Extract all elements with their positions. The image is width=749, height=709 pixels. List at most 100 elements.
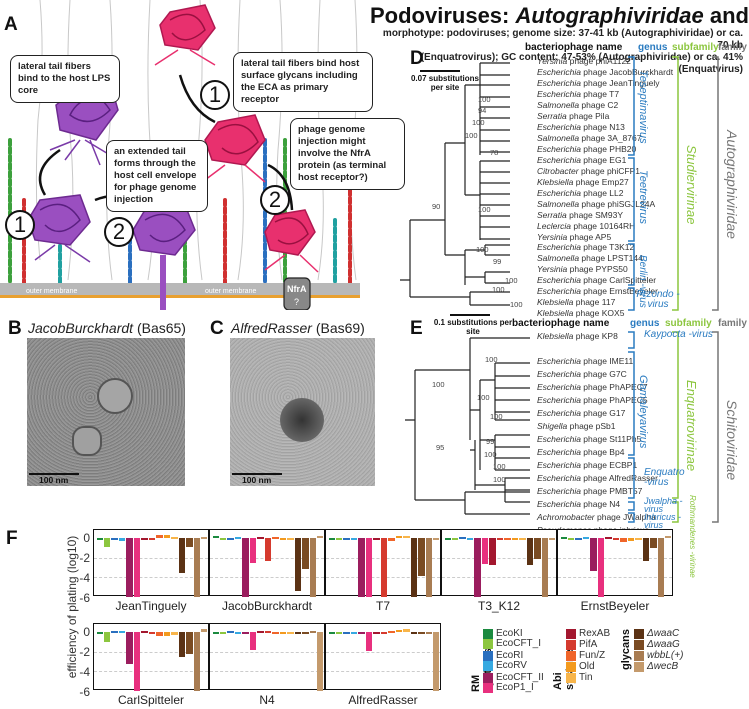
legend-swatch [566, 672, 576, 683]
bar-ecoki [212, 631, 219, 634]
panel-d-letter: D [410, 48, 424, 69]
genus-enquatrovirus: Enquatro -virus [644, 467, 685, 488]
panel-b-letter: B [8, 318, 22, 339]
leaf-host-genus: Salmonella [537, 100, 580, 110]
bar-funz [156, 631, 163, 636]
y-tick: -6 [79, 591, 90, 605]
bar-ecorv [350, 631, 358, 634]
bar-ecori [575, 537, 582, 540]
bar-rexab [141, 630, 148, 633]
leaf-host-genus: Escherichia [537, 144, 581, 154]
bar-ecocftii [358, 537, 365, 597]
tree-leaf: Yersinia phage phiA1122 [537, 56, 631, 66]
bar-ecori [111, 630, 118, 633]
y-tick: 0 [83, 625, 90, 639]
leaf-host-genus: Escherichia [537, 155, 581, 165]
bar-waac [526, 537, 534, 566]
genus-jwalphavirus: Jwalpha -virus [644, 496, 683, 514]
chart-panel [325, 623, 441, 691]
gridline [442, 577, 556, 579]
legend-swatch [483, 638, 493, 649]
tree-scale-bar [450, 314, 490, 316]
legend-swatch [634, 628, 644, 639]
chart-panel [441, 529, 557, 597]
step-2-marker: 2 [104, 217, 134, 247]
bar-waag [302, 631, 309, 634]
bootstrap-value: 100 [484, 450, 497, 459]
leaf-host-genus: Escherichia [537, 486, 581, 496]
bar-ecocftii [126, 537, 133, 597]
genus-przondovirus: Przondo -virus [636, 289, 680, 310]
leaf-host-genus: Leclercia [537, 221, 572, 231]
bar-ecocfti [219, 631, 227, 634]
legend-item: ΔwecB [634, 661, 678, 672]
panel-c-letter: C [210, 318, 224, 339]
leaf-phage-name: phage AP5 [567, 232, 612, 242]
bar-tin [403, 628, 410, 632]
bootstrap-value: 95 [436, 443, 445, 452]
family-schitoviridae: Schitoviridae [724, 400, 740, 481]
title-line2: (Enquatrovirus); GC content: 47-53% (Aut… [420, 52, 743, 75]
bar-wecb [317, 535, 324, 538]
bar-waag [418, 537, 425, 577]
leaf-host-genus: Serratia [537, 111, 567, 121]
leaf-phage-name: phage JWalpha [594, 512, 656, 522]
chart-panel [209, 623, 325, 691]
leaf-phage-name: phage LPST144 [579, 253, 643, 263]
tree-leaf: Escherichia phage JacobBurckhardt [537, 67, 673, 77]
gridline [558, 577, 672, 579]
bar-wecb [201, 628, 208, 632]
family-autographiviridae: Autographiviridae [724, 130, 740, 239]
gridline [210, 671, 324, 673]
bar-pifa [380, 537, 388, 597]
membrane-label: outer membrane [26, 288, 78, 295]
panel-c-title: AlfredRasser (Bas69) [231, 320, 365, 336]
bootstrap-value: 100 [477, 393, 490, 402]
leaf-host-genus: Escherichia [537, 460, 581, 470]
bar-pifa [380, 631, 388, 634]
y-tick: -6 [79, 685, 90, 699]
bar-ecocfti [103, 537, 111, 547]
legend-label: EcoCFT_I [496, 638, 542, 649]
gridline [94, 557, 208, 559]
leaf-phage-name: phage phiA1122 [567, 56, 631, 66]
legend-swatch [483, 628, 493, 639]
tree-leaf: Escherichia phage Bp4 [537, 447, 624, 457]
bar-tin [287, 631, 294, 634]
bar-ecoki [328, 631, 335, 634]
bar-ecocftii [242, 631, 249, 634]
bar-ecocfti [335, 537, 343, 540]
scale-label: 100 nm [39, 475, 69, 485]
leaf-phage-name: phage pSb1 [567, 421, 616, 431]
bootstrap-value: 100 [478, 205, 491, 214]
bar-waag [418, 631, 425, 634]
bar-ecop1i [481, 537, 489, 565]
leaf-host-genus: Klebsiella [537, 308, 574, 318]
bar-ecocftii [358, 631, 365, 634]
leaf-phage-name: phage 10164RH [571, 221, 636, 231]
tree-leaf: Escherichia phage N13 [537, 122, 625, 132]
leaf-phage-name: phage Pila [566, 111, 610, 121]
pink-phage-injecting-icon [264, 209, 319, 273]
legend-item: EcoCFT_II [483, 672, 544, 683]
tree-leaf: Escherichia phage ECBP1 [537, 460, 637, 470]
bootstrap-value: 100 [493, 475, 506, 484]
legend-label: ΔwaaC [647, 628, 680, 639]
bootstrap-value: 100 [478, 95, 491, 104]
tree-leaf: Salmonella phage LPST144 [537, 253, 643, 263]
bar-waac [294, 631, 302, 634]
bar-wbbl [193, 631, 201, 691]
chart-phage-label: AlfredRasser [348, 693, 418, 707]
subfamily-rothmandenesvirinae: Rothmandenes -virinae [688, 495, 697, 578]
tree-leaf: Salmonella phage C2 [537, 100, 618, 110]
bar-ecocftii [590, 537, 597, 572]
bootstrap-value: 100 [510, 300, 523, 309]
panel-a-letter: A [4, 14, 18, 35]
legend-label: EcoRV [496, 660, 527, 671]
legend-label: Tin [579, 672, 593, 683]
gridline [326, 651, 440, 653]
bar-tin [519, 537, 526, 540]
legend-label: ΔwaaG [647, 639, 680, 650]
callout-glycans: lateral tail fibers bind host surface gl… [233, 52, 373, 112]
bar-tin [287, 537, 294, 540]
